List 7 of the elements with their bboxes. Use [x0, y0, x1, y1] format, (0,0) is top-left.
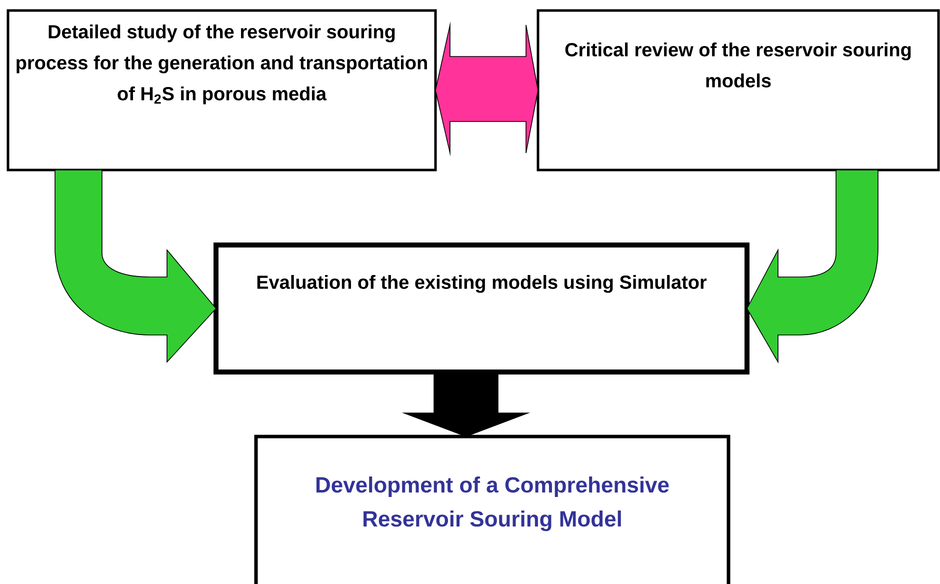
process-box: Detailed study of the reservoir souring process for the generation and transportation of H$_{2}$S in porous media: [6, 9, 437, 172]
curved-block-arrow: [54, 170, 216, 362]
process-box: Evaluation of the existing models using Simulator: [214, 242, 750, 374]
block-arrow: [402, 372, 530, 437]
curved-block-arrow: [746, 170, 878, 362]
process-box: Critical review of the reservoir souring models: [536, 9, 940, 172]
process-box: Development of a Comprehensive Reservoir Souring Model: [254, 434, 730, 584]
